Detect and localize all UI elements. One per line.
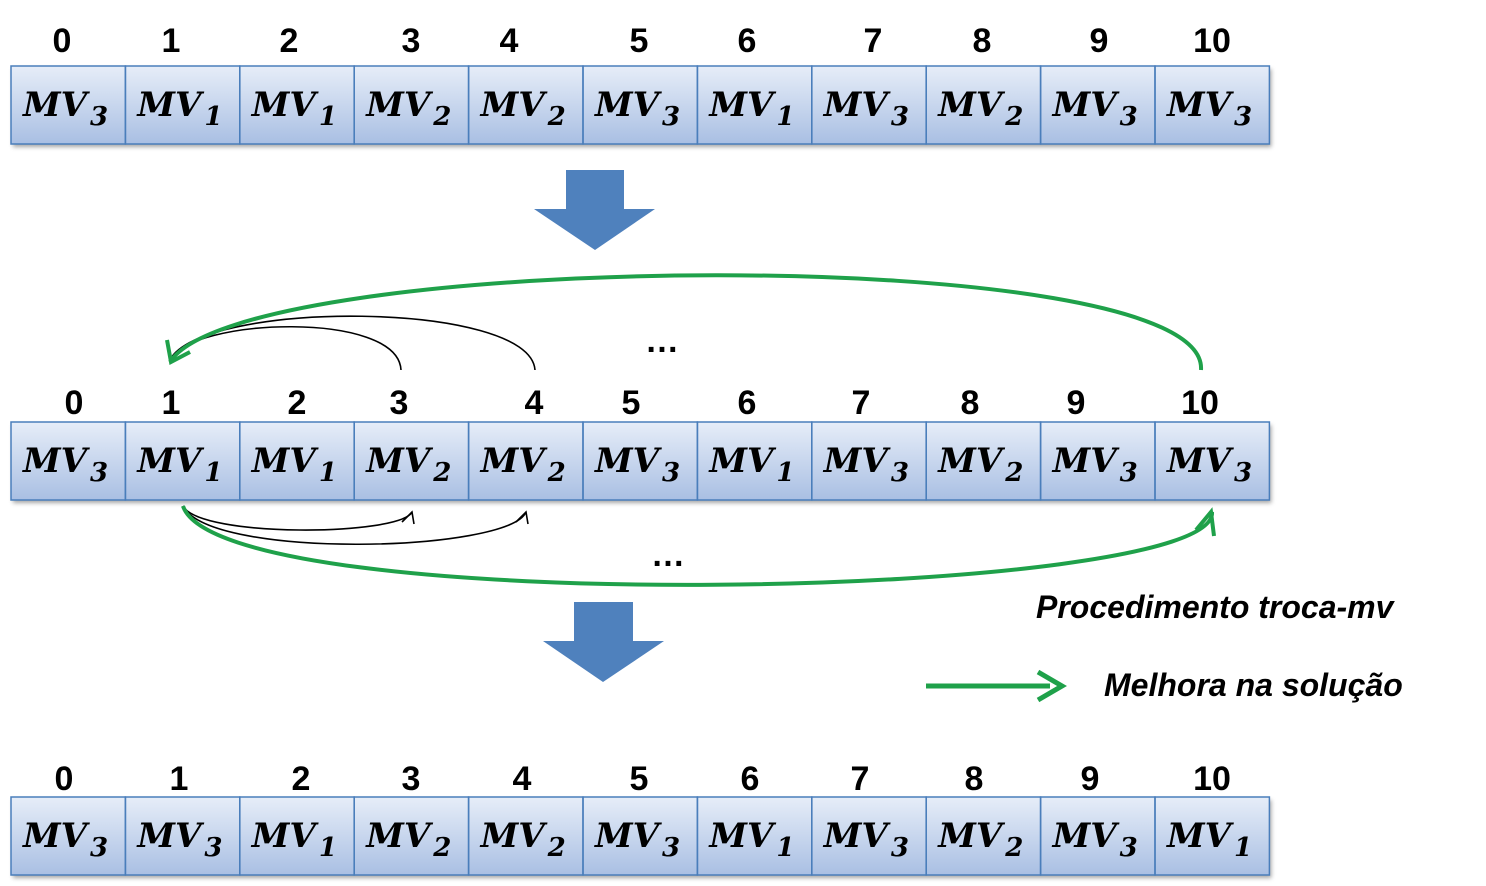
- legend-improvement-label: Melhora na solução: [1104, 667, 1403, 703]
- position-index: 1: [162, 22, 181, 60]
- legend-improvement-arrowhead: [1036, 669, 1067, 703]
- position-index: 8: [961, 384, 980, 422]
- improvement-arrowhead-top: [165, 339, 191, 366]
- position-index: 0: [55, 760, 74, 798]
- position-index: 3: [402, 22, 421, 60]
- position-index: 0: [53, 22, 72, 60]
- position-index: 7: [851, 760, 870, 798]
- down-arrow-1: [534, 170, 655, 250]
- swap-curve-3-to-1-top: [169, 325, 402, 371]
- position-index: 1: [170, 760, 189, 798]
- position-index: 10: [1193, 22, 1231, 60]
- improvement-curve-10-to-1-top: [168, 273, 1204, 371]
- vm-cell-border: [1154, 796, 1271, 876]
- position-index: 9: [1067, 384, 1086, 422]
- position-index: 10: [1193, 760, 1231, 798]
- improvement-arrowhead-bottom: [1194, 507, 1216, 537]
- position-index: 6: [738, 384, 757, 422]
- cell-strip-background: [11, 66, 1270, 144]
- cell-strip-background: [11, 797, 1270, 875]
- vm-cell-border: [1154, 65, 1271, 145]
- position-index: 9: [1081, 760, 1100, 798]
- position-index: 1: [162, 384, 181, 422]
- legend-procedure-label: Procedimento troca-mv: [1036, 589, 1396, 625]
- position-index: 5: [622, 384, 641, 422]
- position-index: 6: [741, 760, 760, 798]
- position-index: 8: [965, 760, 984, 798]
- position-index: 10: [1181, 384, 1219, 422]
- position-index: 4: [525, 384, 544, 422]
- swap-arrowhead-3: [401, 510, 415, 525]
- position-index: 7: [852, 384, 871, 422]
- swap-curve-4-to-1-top: [169, 315, 536, 371]
- vm-cell-border: [1154, 421, 1271, 501]
- position-index: 4: [513, 760, 532, 798]
- ellipsis-top: …: [645, 322, 683, 360]
- position-index: 3: [390, 384, 409, 422]
- position-index: 2: [292, 760, 311, 798]
- position-index: 0: [65, 384, 84, 422]
- position-index: 2: [288, 384, 307, 422]
- position-index: 8: [973, 22, 992, 60]
- position-index: 9: [1090, 22, 1109, 60]
- position-index: 5: [630, 22, 649, 60]
- position-index: 3: [402, 760, 421, 798]
- position-index: 2: [280, 22, 299, 60]
- swap-arrowhead-4: [515, 510, 529, 525]
- position-index: 6: [738, 22, 757, 60]
- cell-strip-background: [11, 422, 1270, 500]
- position-index: 7: [864, 22, 883, 60]
- position-index: 5: [630, 760, 649, 798]
- improvement-curve-1-to-10-bottom: [181, 505, 1215, 587]
- swap-curve-1-to-4-bottom: [182, 505, 527, 546]
- ellipsis-bottom: …: [651, 536, 689, 574]
- swap-curve-1-to-3-bottom: [182, 505, 413, 531]
- down-arrow-2: [543, 602, 664, 682]
- position-index: 4: [500, 22, 519, 60]
